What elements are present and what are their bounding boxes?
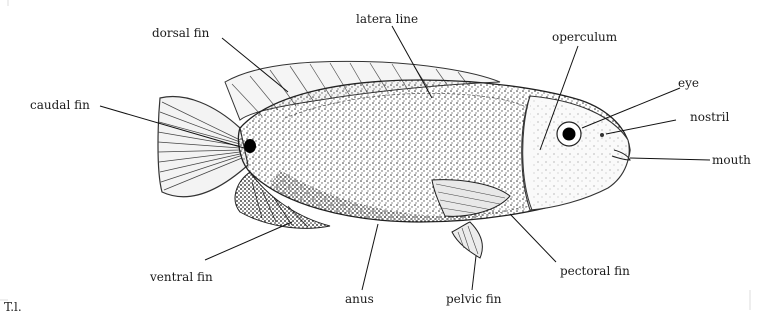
leader-mouth (630, 158, 710, 160)
label-pelvic-fin: pelvic fin (446, 292, 502, 306)
caudal-spot (244, 139, 256, 153)
label-operculum: operculum (552, 30, 617, 44)
label-mouth: mouth (712, 153, 751, 167)
label-nostril: nostril (690, 110, 729, 124)
label-pectoral-fin: pectoral fin (560, 264, 630, 278)
corner-mark: T.l. (4, 300, 22, 314)
caudal-fin-shape (158, 97, 248, 197)
label-ventral-fin: ventral fin (150, 270, 213, 284)
label-anus: anus (345, 292, 374, 306)
label-lateral-line: latera line (356, 12, 418, 26)
eye-icon (557, 122, 581, 146)
nostril-icon (600, 133, 604, 137)
pelvic-fin-shape (452, 222, 482, 258)
leader-pectoral-fin (510, 214, 556, 262)
operculum-shading (530, 100, 627, 208)
label-dorsal-fin: dorsal fin (152, 26, 209, 40)
leader-ventral-fin (205, 222, 292, 260)
leader-pelvic-fin (472, 256, 476, 290)
label-caudal-fin: caudal fin (30, 98, 90, 112)
leader-anus (362, 224, 378, 290)
label-eye: eye (678, 76, 699, 90)
